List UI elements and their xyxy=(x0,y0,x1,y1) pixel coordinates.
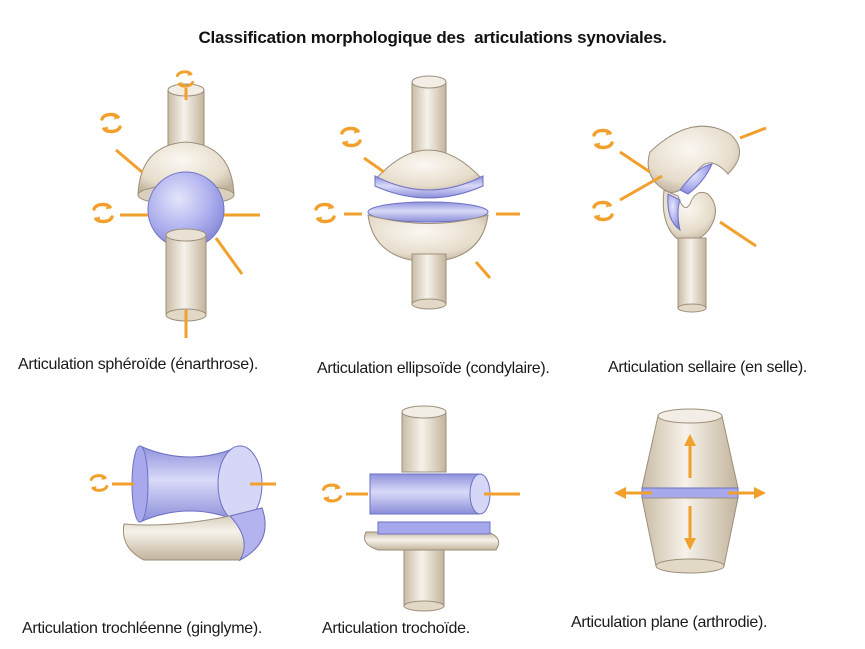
pivot-joint-figure xyxy=(321,405,520,612)
plane-joint-figure xyxy=(614,408,766,574)
caption-pivot: Articulation trochoïde. xyxy=(322,620,470,637)
caption-hinge: Articulation trochléenne (ginglyme). xyxy=(22,620,262,637)
ellipsoid-joint-figure xyxy=(314,75,520,310)
hinge-joint-figure xyxy=(89,445,276,562)
rotation-arrows-icon xyxy=(592,199,614,223)
double-arrow-icon xyxy=(614,434,766,550)
rotation-arrows-icon xyxy=(314,201,336,225)
saddle-joint-figure xyxy=(592,125,767,313)
rotation-arrows-icon xyxy=(592,127,614,151)
caption-saddle: Articulation sellaire (en selle). xyxy=(608,359,808,376)
rotation-arrows-icon xyxy=(89,472,109,494)
rotation-arrows-icon xyxy=(175,68,195,90)
rotation-arrows-icon xyxy=(92,201,114,225)
caption-plane: Articulation plane (arthrodie). xyxy=(571,614,768,631)
rotation-arrows-icon xyxy=(100,111,122,135)
caption-spheroid: Articulation sphéroïde (énarthrose). xyxy=(18,356,258,373)
rotation-arrows-icon xyxy=(340,125,362,149)
spheroid-joint-figure xyxy=(92,68,260,338)
caption-ellipsoid: Articulation ellipsoïde (condylaire). xyxy=(317,360,550,377)
rotation-arrows-icon xyxy=(321,481,343,505)
diagram-title: Classification morphologique des articul… xyxy=(198,28,667,47)
